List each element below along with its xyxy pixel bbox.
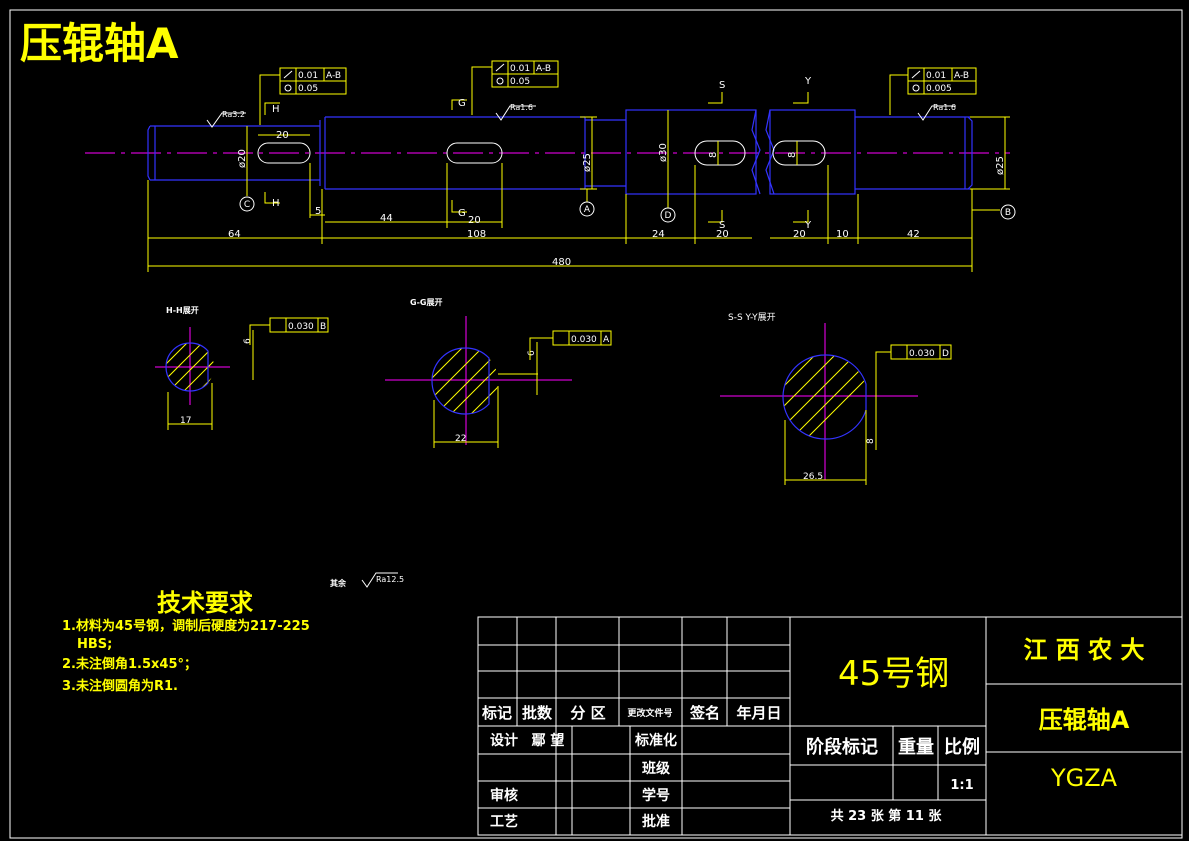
tb-sheets: 共 23 张 第 11 张 [831, 808, 943, 824]
roughness-mid: Ra1.6 [510, 103, 533, 112]
dim-480: 480 [552, 257, 571, 268]
dim-gg-width: 22 [455, 434, 466, 444]
section-s-top: S [719, 80, 725, 91]
tb-scale-label: 比例 [944, 736, 980, 758]
tol-mid-ref: A-B [536, 64, 551, 74]
tech-line-1b: HBS; [77, 637, 112, 652]
tol-mid-runout: 0.01 [510, 64, 530, 74]
tb-h-mark: 标记 [481, 704, 512, 722]
dim-ss-width: 26.5 [803, 472, 823, 482]
tol-hh: 0.030 [288, 322, 314, 332]
tb-process: 工艺 [490, 813, 518, 830]
datum-d: D [665, 211, 672, 221]
tb-stage: 阶段标记 [806, 736, 878, 758]
tol-right-ref: A-B [954, 71, 969, 81]
tech-line-2: 2.未注倒角1.5x45°； [62, 656, 197, 672]
dim-dia25-a: ø25 [582, 153, 593, 172]
dim-64: 64 [228, 229, 241, 240]
tb-scale: 1:1 [950, 778, 973, 793]
dim-dia20: ø20 [237, 149, 248, 168]
section-h-bottom: H [272, 198, 280, 209]
tb-h-sign: 签名 [689, 704, 720, 722]
tb-standard: 标准化 [634, 732, 677, 749]
roughness-right: Ra1.6 [933, 103, 956, 112]
section-y-bottom: Y [804, 220, 812, 231]
section-g-top: G [458, 98, 466, 109]
dim-108: 108 [467, 229, 486, 240]
section-gg-label: G-G展开 [410, 298, 442, 307]
section-ssyy: S-S Y-Y展开 26.5 8 0.030 D [720, 312, 952, 485]
section-hh: H-H展开 17 6 0.030 B [155, 306, 329, 430]
dim-key-s: 8 [708, 152, 719, 158]
tb-h-date: 年月日 [736, 704, 781, 722]
tol-right-runout: 0.01 [926, 71, 946, 81]
tb-designer: 鄢 望 [532, 732, 565, 749]
tol-left-ref: A-B [326, 71, 341, 81]
technical-requirements: 技术要求 1.材料为45号钢，调制后硬度为217-225 HBS; 2.未注倒角… [62, 589, 310, 694]
dim-42: 42 [907, 229, 920, 240]
section-hh-label: H-H展开 [166, 306, 199, 315]
dim-dia25-b: ø25 [995, 156, 1006, 175]
tol-left-cyl: 0.05 [298, 84, 318, 94]
tb-student-no: 学号 [642, 787, 670, 804]
section-y-top: Y [804, 76, 812, 87]
tech-line-1: 1.材料为45号钢，调制后硬度为217-225 [62, 618, 310, 634]
tol-ss-ref: D [942, 349, 949, 359]
main-shaft-view [85, 109, 1010, 195]
dim-key-h: 20 [276, 130, 289, 141]
tb-class: 班级 [642, 760, 671, 777]
dim-20-g: 20 [468, 215, 481, 226]
section-h-top: H [272, 104, 280, 115]
tb-approve: 批准 [642, 813, 670, 830]
roughness-left: Ra3.2 [222, 110, 245, 119]
dim-ss-depth: 8 [866, 438, 876, 444]
dim-hh-depth: 6 [243, 338, 253, 344]
tol-hh-ref: B [320, 322, 326, 332]
datum-a: A [584, 205, 591, 215]
dim-24: 24 [652, 229, 665, 240]
roughness-rest-value: Ra12.5 [376, 575, 404, 584]
roughness-rest-label: 其余 [330, 578, 347, 588]
dim-hh-width: 17 [180, 416, 191, 426]
section-g-bottom: G [458, 208, 466, 219]
dim-20-s: 20 [716, 229, 729, 240]
section-s-bottom: S [719, 220, 725, 231]
tol-ss: 0.030 [909, 349, 935, 359]
tol-gg-ref: A [603, 335, 610, 345]
tech-line-3: 3.未注倒圆角为R1. [62, 678, 178, 694]
tb-code: YGZA [1050, 764, 1118, 792]
tb-material: 45号钢 [838, 654, 949, 694]
tb-weight: 重量 [898, 736, 934, 758]
dim-5: 5 [315, 206, 321, 217]
dim-44: 44 [380, 213, 393, 224]
datum-c: C [244, 200, 250, 210]
tol-left-runout: 0.01 [298, 71, 318, 81]
datum-b: B [1005, 208, 1011, 218]
dim-10: 10 [836, 229, 849, 240]
title-block [477, 616, 1183, 836]
tol-right-cyl: 0.005 [926, 84, 952, 94]
tol-mid-cyl: 0.05 [510, 77, 530, 87]
tol-gg: 0.030 [571, 335, 597, 345]
tb-h-zone: 分 区 [570, 704, 605, 722]
tb-h-count: 批数 [522, 704, 553, 722]
section-gg: G-G展开 22 6 0.030 A [385, 298, 612, 448]
drawing-title: 压辊轴A [20, 19, 179, 68]
tb-h-doc: 更改文件号 [627, 707, 672, 719]
tb-school: 江 西 农 大 [1023, 636, 1144, 664]
dim-dia30: ø30 [658, 143, 669, 162]
drawing-frame [9, 9, 1183, 839]
tech-heading: 技术要求 [157, 589, 253, 617]
section-ssyy-label: S-S Y-Y展开 [728, 312, 776, 323]
dimension-lines [147, 66, 1010, 272]
dim-gg-depth: 6 [527, 350, 537, 356]
dim-20-y: 20 [793, 229, 806, 240]
tb-design: 设计 [490, 732, 518, 749]
tb-review: 审核 [490, 787, 518, 804]
tb-part-name: 压辊轴A [1039, 706, 1130, 734]
dim-key-y: 8 [787, 152, 798, 158]
